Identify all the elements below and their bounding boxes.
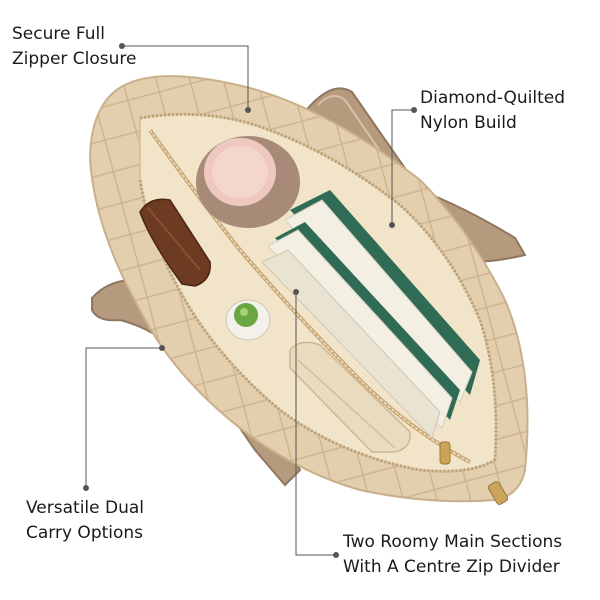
callout-carry-line2: Carry Options xyxy=(26,523,144,543)
callout-quilt-line1: Diamond-Quilted xyxy=(420,88,566,108)
pink-cup xyxy=(196,136,300,228)
callout-carry-line1: Versatile Dual xyxy=(26,498,145,518)
zipper-pull-icon xyxy=(439,441,509,505)
callout-zipper-line2: Zipper Closure xyxy=(12,49,137,69)
callout-zipper-closure: Secure Full Zipper Closure xyxy=(12,22,137,72)
callout-sections-line1: Two Roomy Main Sections xyxy=(343,532,563,552)
bottle xyxy=(225,299,271,341)
wallet xyxy=(139,198,211,287)
callout-main-sections: Two Roomy Main Sections With A Centre Zi… xyxy=(343,530,562,580)
callout-sections-line2: With A Centre Zip Divider xyxy=(343,557,560,577)
callout-dual-carry: Versatile Dual Carry Options xyxy=(26,496,144,546)
callout-quilt-line2: Nylon Build xyxy=(420,113,517,133)
callout-zipper-line1: Secure Full xyxy=(12,24,105,44)
callout-quilted-build: Diamond-Quilted Nylon Build xyxy=(420,86,565,136)
books xyxy=(261,190,480,439)
leader-lines xyxy=(83,43,417,558)
fabric-pouch xyxy=(289,341,411,453)
